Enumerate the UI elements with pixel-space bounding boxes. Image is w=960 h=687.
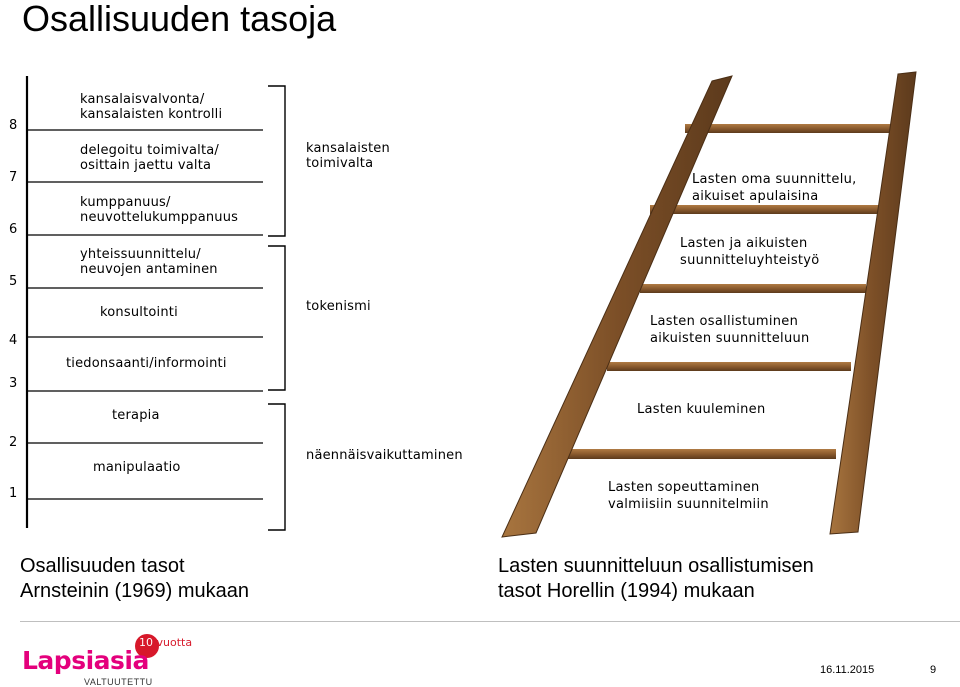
- level-label: yhteissuunnittelu/ neuvojen antaminen: [80, 247, 218, 277]
- level-number: 3: [9, 376, 18, 391]
- horelli-ladder: Lasten oma suunnittelu, aikuiset apulais…: [480, 60, 960, 550]
- slide-number: 9: [930, 664, 937, 676]
- level-label: terapia: [112, 408, 160, 423]
- ladder-rail-right: [829, 71, 917, 535]
- level-number: 7: [9, 170, 18, 185]
- ladder-label: Lasten kuuleminen: [637, 402, 766, 417]
- level-label: konsultointi: [100, 305, 178, 320]
- group-label-citizen-power: kansalaisten toimivalta: [306, 141, 390, 171]
- ladder-graphic: [501, 71, 917, 538]
- level-number: 6: [9, 222, 18, 237]
- logo-wordmark: Lapsiasia: [22, 646, 149, 675]
- bracket-citizen-power: [268, 85, 286, 237]
- group-label-nonparticipation: näennäisvaikuttaminen: [306, 448, 463, 463]
- level-label: manipulaatio: [93, 460, 181, 475]
- ladder-label: Lasten sopeuttaminen valmiisiin suunnite…: [608, 480, 769, 512]
- ladder-rung: [640, 284, 866, 293]
- logo-badge-label: 10 vuotta: [139, 636, 193, 649]
- slide-title: Osallisuuden tasoja: [22, 0, 337, 39]
- level-label: kansalaisvalvonta/ kansalaisten kontroll…: [80, 92, 223, 122]
- arnstein-diagram: 8 7 6 5 4 3 2 1 kansalaisvalvonta/ kansa…: [0, 0, 480, 545]
- ladder-rail-left: [501, 75, 733, 538]
- ladder-rung: [685, 124, 907, 133]
- arnstein-frame: [25, 76, 286, 531]
- ladder-rung: [607, 362, 851, 371]
- logo-badge-icon: [135, 634, 159, 658]
- ladder-label: Lasten ja aikuisten suunnitteluyhteistyö: [680, 236, 820, 268]
- level-number: 2: [9, 435, 18, 450]
- arnstein-caption: Osallisuuden tasot Arnsteinin (1969) muk…: [20, 555, 250, 602]
- slide-date: 16.11.2015: [820, 664, 875, 676]
- level-number: 1: [9, 486, 18, 501]
- ladder-rung: [568, 449, 836, 459]
- footer-rule: [20, 621, 960, 622]
- ladder-label: Lasten osallistuminen aikuisten suunnitt…: [650, 314, 810, 346]
- bracket-tokenism: [268, 245, 286, 391]
- lapsiasia-logo: 10 vuotta Lapsiasia VALTUUTETTU: [22, 632, 192, 687]
- ladder-rung: [650, 205, 890, 214]
- level-number: 8: [9, 118, 18, 133]
- level-number: 4: [9, 333, 18, 348]
- group-label-tokenism: tokenismi: [306, 299, 371, 314]
- logo-subtitle: VALTUUTETTU: [84, 677, 153, 687]
- level-number: 5: [9, 274, 18, 289]
- bracket-nonparticipation: [268, 403, 286, 531]
- level-label: delegoitu toimivalta/ osittain jaettu va…: [80, 143, 219, 173]
- horelli-caption: Lasten suunnitteluun osallistumisen taso…: [498, 555, 814, 602]
- logo-badge-text: 10 vuotta: [139, 636, 192, 649]
- ladder-label: Lasten oma suunnittelu, aikuiset apulais…: [692, 172, 857, 204]
- level-label: tiedonsaanti/informointi: [66, 356, 227, 371]
- level-label: kumppanuus/ neuvottelukumppanuus: [80, 195, 239, 225]
